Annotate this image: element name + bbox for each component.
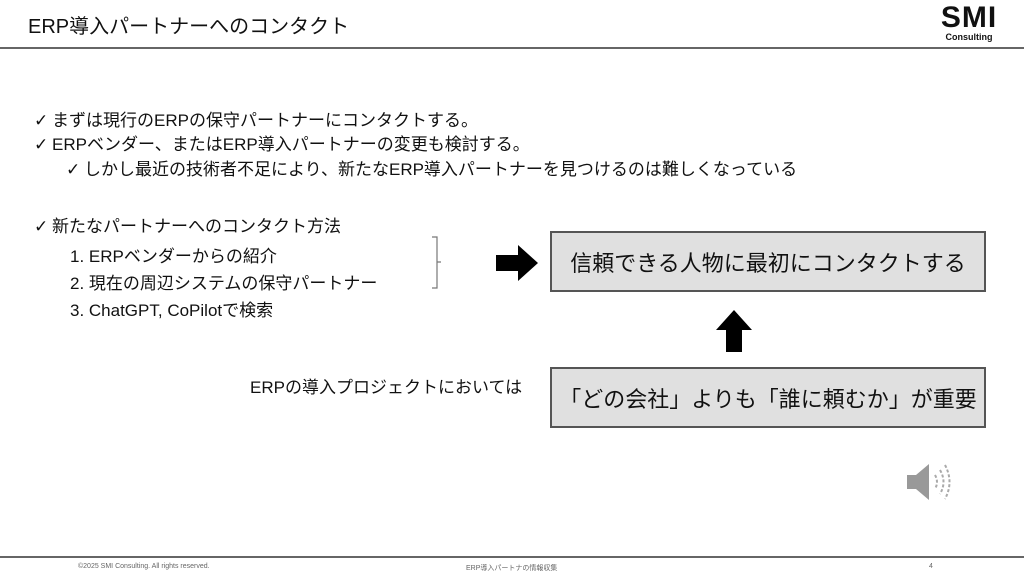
check-icon: ✓ xyxy=(34,111,49,130)
company-logo: SMI Consulting xyxy=(934,1,1004,43)
conclusion-box: 「どの会社」よりも「誰に頼むか」が重要 xyxy=(550,367,986,428)
check-icon: ✓ xyxy=(34,217,49,236)
arrow-up-icon xyxy=(716,310,752,352)
bullet-text: しかし最近の技術者不足により、新たなERP導入パートナーを見つけるのは難しくなっ… xyxy=(84,160,798,179)
bullet-3: ✓新たなパートナーへのコンタクト方法 xyxy=(34,212,341,237)
key-message-box: 信頼できる人物に最初にコンタクトする xyxy=(550,231,986,292)
method-2: 2. 現在の周辺システムの保守パートナー xyxy=(70,274,378,293)
bullet-text: まずは現行のERPの保守パートナーにコンタクトする。 xyxy=(52,111,478,130)
lead-text: ERPの導入プロジェクトにおいては xyxy=(250,378,523,397)
copyright: ©2025 SMI Consulting. All rights reserve… xyxy=(78,563,210,570)
bullet-1: ✓まずは現行のERPの保守パートナーにコンタクトする。 xyxy=(34,106,478,131)
logo-main: SMI xyxy=(940,1,998,34)
check-icon: ✓ xyxy=(66,160,81,179)
speaker-icon[interactable] xyxy=(903,460,957,504)
page-number: 4 xyxy=(929,563,933,570)
method-1: 1. ERPベンダーからの紹介 xyxy=(70,247,277,266)
header-divider xyxy=(0,47,1024,49)
check-icon: ✓ xyxy=(34,135,49,154)
bullet-2: ✓ERPベンダー、またはERP導入パートナーの変更も検討する。 xyxy=(34,130,530,155)
bullet-text: 新たなパートナーへのコンタクト方法 xyxy=(52,217,341,236)
bullet-2-sub: ✓しかし最近の技術者不足により、新たなERP導入パートナーを見つけるのは難しくな… xyxy=(66,155,797,180)
arrow-right-icon xyxy=(496,245,538,281)
footer-doc-title: ERP導入パートナの情報収集 xyxy=(466,565,558,572)
footer-divider xyxy=(0,556,1024,558)
slide-title: ERP導入パートナーへのコンタクト xyxy=(28,16,350,38)
bullet-text: ERPベンダー、またはERP導入パートナーの変更も検討する。 xyxy=(52,135,530,154)
method-3: 3. ChatGPT, CoPilotで検索 xyxy=(70,301,274,320)
brace-icon xyxy=(432,236,441,289)
logo-sub: Consulting xyxy=(945,32,993,42)
